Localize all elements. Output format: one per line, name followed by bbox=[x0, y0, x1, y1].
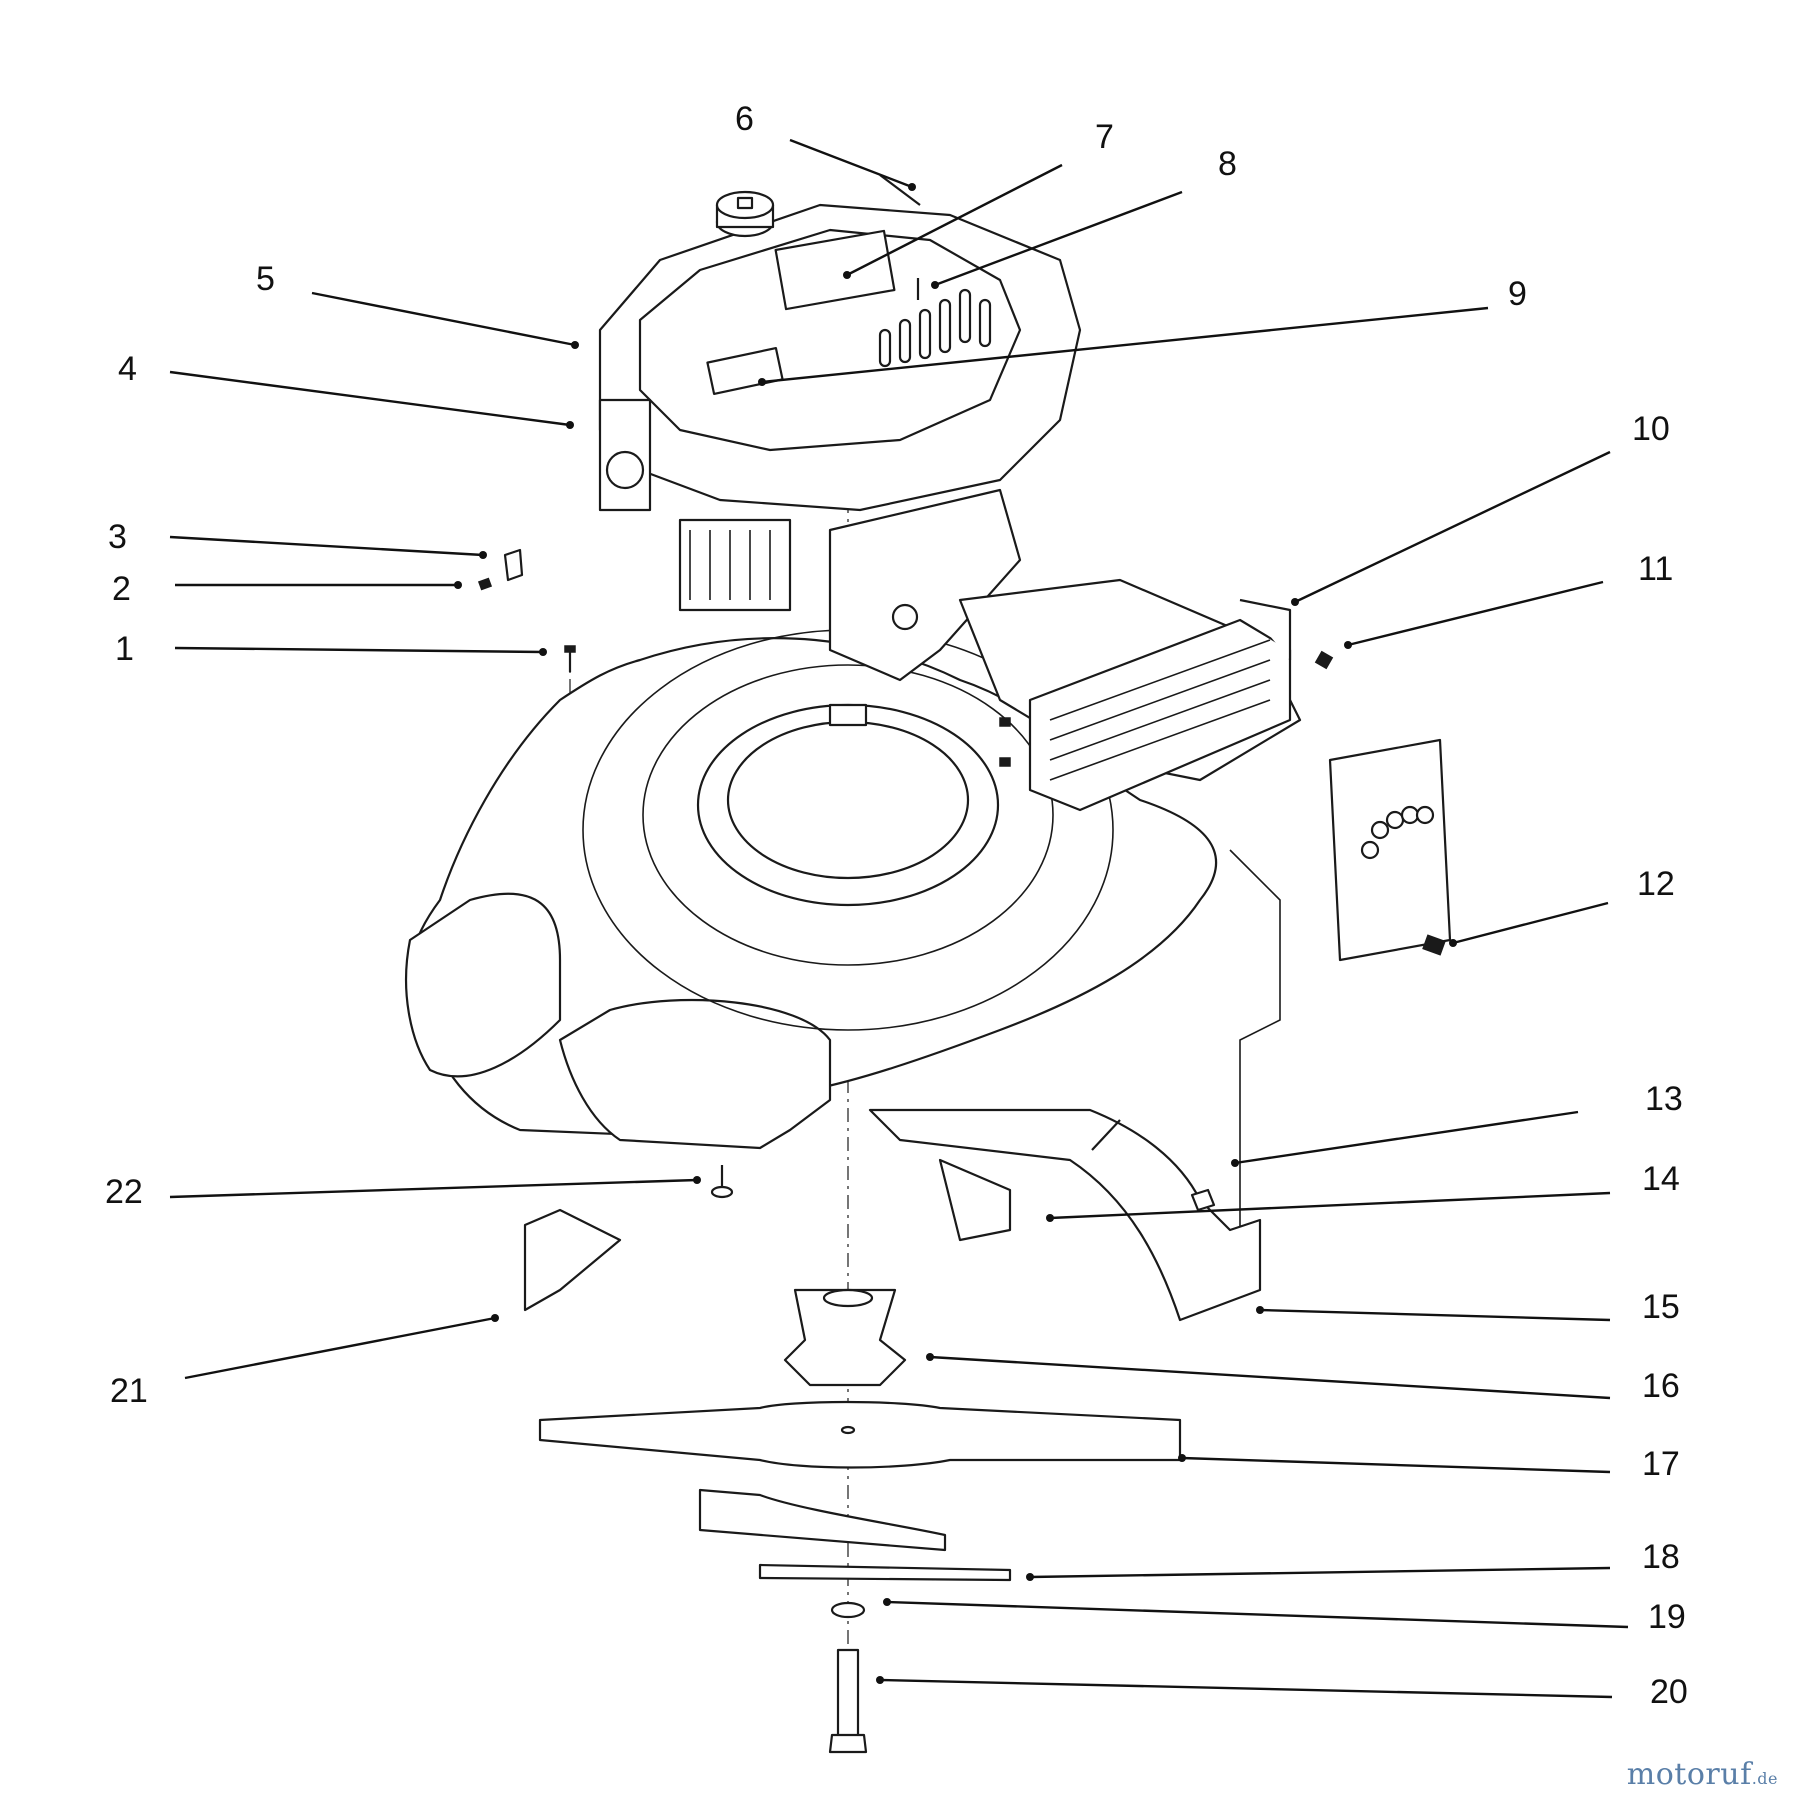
callout-14: 14 bbox=[1642, 1160, 1680, 1198]
callout-10: 10 bbox=[1632, 410, 1670, 448]
rear-skirt bbox=[868, 1108, 1262, 1322]
screw-1 bbox=[564, 645, 576, 672]
screw-deflector-b bbox=[999, 757, 1011, 767]
watermark-logo: motoruf.de bbox=[1627, 1757, 1778, 1792]
mower-blade bbox=[538, 1400, 1182, 1469]
clip-3 bbox=[503, 548, 524, 582]
callout-22: 22 bbox=[105, 1173, 143, 1211]
screw-2 bbox=[477, 577, 493, 591]
deflector-grille bbox=[1028, 598, 1292, 812]
screw-22 bbox=[710, 1165, 734, 1199]
screw-14 bbox=[1091, 1119, 1121, 1151]
callout-18: 18 bbox=[1642, 1538, 1680, 1576]
callout-16: 16 bbox=[1642, 1367, 1680, 1405]
callout-13: 13 bbox=[1645, 1080, 1683, 1118]
callout-2: 2 bbox=[112, 570, 131, 608]
bolt-12 bbox=[1422, 934, 1446, 956]
mulching-blade bbox=[698, 1488, 1012, 1582]
callout-3: 3 bbox=[108, 518, 127, 556]
callout-9: 9 bbox=[1508, 275, 1527, 313]
callout-7: 7 bbox=[1095, 118, 1114, 156]
callout-4: 4 bbox=[118, 350, 137, 388]
watermark-suffix: .de bbox=[1751, 1769, 1778, 1788]
callout-11: 11 bbox=[1638, 550, 1673, 588]
screw-deflector-a bbox=[999, 717, 1011, 727]
cable-6 bbox=[879, 174, 921, 206]
callout-5: 5 bbox=[256, 260, 275, 298]
blade-washer bbox=[830, 1601, 866, 1619]
height-adjust-plate bbox=[1199, 738, 1452, 1301]
callout-1: 1 bbox=[115, 630, 134, 668]
blade-adapter bbox=[783, 1288, 907, 1387]
callout-numbers: 1 2 3 4 5 6 7 8 9 10 11 12 13 14 15 16 1… bbox=[105, 100, 1688, 1711]
callout-21: 21 bbox=[110, 1372, 148, 1410]
side-baffle bbox=[523, 1208, 622, 1312]
nut-11 bbox=[1314, 650, 1334, 670]
callout-6: 6 bbox=[735, 100, 754, 138]
callout-12: 12 bbox=[1637, 865, 1675, 903]
callout-15: 15 bbox=[1642, 1288, 1680, 1326]
watermark-main: motoruf bbox=[1626, 1757, 1752, 1792]
blade-bolt bbox=[828, 1648, 868, 1754]
callout-17: 17 bbox=[1642, 1445, 1680, 1483]
leader-lines bbox=[169, 138, 1629, 1699]
mower-deck bbox=[404, 629, 1218, 1150]
callout-20: 20 bbox=[1650, 1673, 1688, 1711]
callout-8: 8 bbox=[1218, 145, 1237, 183]
callout-19: 19 bbox=[1648, 1598, 1686, 1636]
engine bbox=[598, 190, 1082, 612]
nut-13 bbox=[1190, 1188, 1216, 1212]
